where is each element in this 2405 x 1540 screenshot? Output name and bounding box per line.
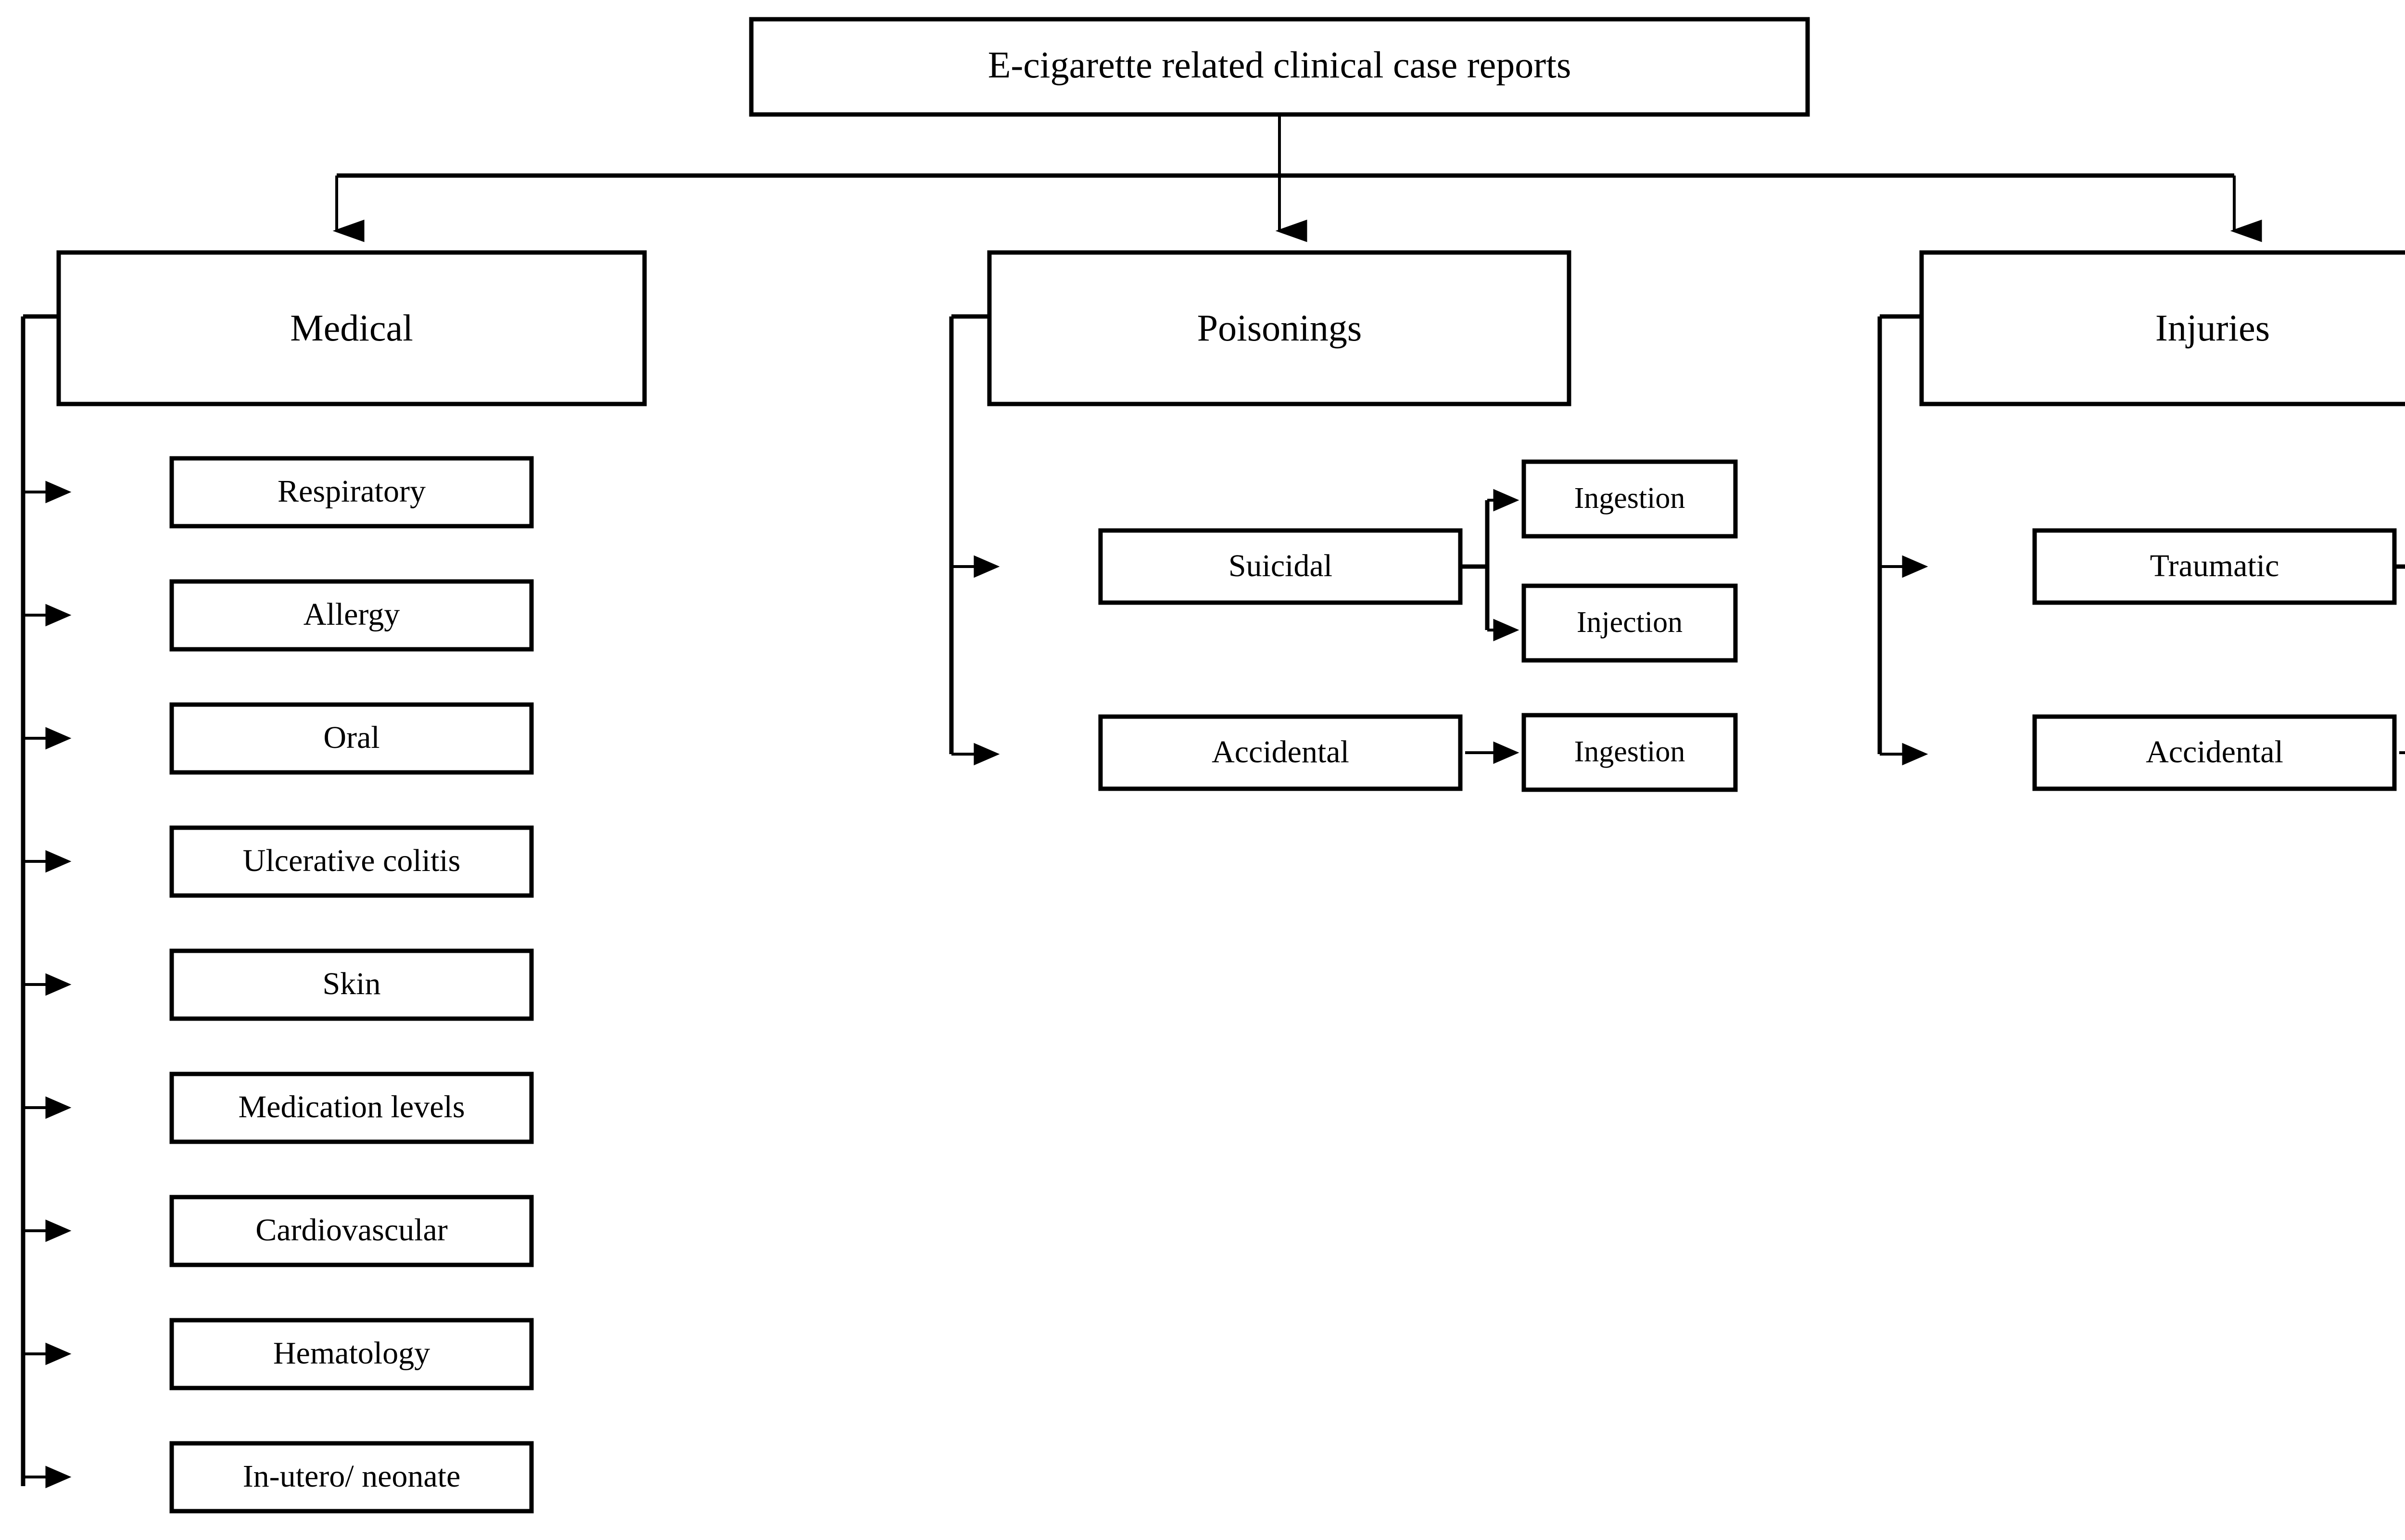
connector-medical-spine (21, 314, 59, 1486)
node-medical-child-1[interactable]: Allergy (169, 579, 534, 652)
node-injuries-child-traumatic[interactable]: Traumatic (2032, 528, 2397, 605)
node-label: Cardiovascular (255, 1212, 448, 1248)
node-medical-child-5[interactable]: Medication levels (169, 1072, 534, 1144)
node-medical-child-8[interactable]: In-utero/ neonate (169, 1441, 534, 1514)
node-label: Skin (322, 966, 380, 1001)
node-medical-child-0[interactable]: Respiratory (169, 456, 534, 529)
node-branch-injuries[interactable]: Injuries (1919, 250, 2405, 406)
node-root-label: E-cigarette related clinical case report… (988, 44, 1571, 86)
node-label: Ingestion (1574, 482, 1685, 515)
connector-injuries-spine (1877, 314, 1928, 766)
connector-traumatic-fork (2394, 564, 2405, 569)
node-medical-child-3[interactable]: Ulcerative colitis (169, 825, 534, 898)
node-label: Accidental (1212, 734, 1349, 770)
node-label: In-utero/ neonate (243, 1459, 461, 1494)
node-branch-poisonings[interactable]: Poisonings (987, 250, 1571, 406)
node-label: Medication levels (238, 1089, 465, 1124)
node-medical-child-2[interactable]: Oral (169, 702, 534, 775)
node-poisonings-child-accidental[interactable]: Accidental (1098, 714, 1463, 791)
node-label: Suicidal (1228, 548, 1332, 583)
node-label: Ulcerative colitis (243, 843, 461, 878)
node-label: Accidental (2146, 734, 2283, 770)
node-label: Injection (1577, 606, 1683, 639)
node-label: Ingestion (1574, 735, 1685, 768)
node-label: Oral (323, 720, 380, 755)
node-injuries-child-accidental[interactable]: Accidental (2032, 714, 2397, 791)
node-label: Allergy (304, 597, 400, 632)
connector-medical-arrows (23, 480, 72, 1489)
node-label: Respiratory (278, 474, 426, 509)
node-label: Traumatic (2150, 548, 2279, 583)
node-branch-poisonings-label: Poisonings (1197, 307, 1362, 349)
node-medical-child-4[interactable]: Skin (169, 948, 534, 1021)
node-label: Hematology (273, 1336, 430, 1371)
node-poisonings-child-suicidal[interactable]: Suicidal (1098, 528, 1463, 605)
node-suicidal-leaf-ingestion[interactable]: Ingestion (1521, 459, 1738, 539)
node-branch-medical[interactable]: Medical (56, 250, 647, 406)
node-branch-medical-label: Medical (290, 307, 413, 349)
node-suicidal-leaf-injection[interactable]: Injection (1521, 583, 1738, 663)
node-medical-child-6[interactable]: Cardiovascular (169, 1195, 534, 1267)
node-branch-injuries-label: Injuries (2155, 307, 2270, 349)
connector-suicidal-fork (1460, 489, 1519, 642)
node-poison-accidental-leaf-ingestion[interactable]: Ingestion (1521, 713, 1738, 792)
node-root[interactable]: E-cigarette related clinical case report… (749, 17, 1810, 117)
connector-root-bus (332, 114, 2262, 242)
connector-poisonings-spine (949, 314, 1000, 766)
node-medical-child-7[interactable]: Hematology (169, 1318, 534, 1390)
